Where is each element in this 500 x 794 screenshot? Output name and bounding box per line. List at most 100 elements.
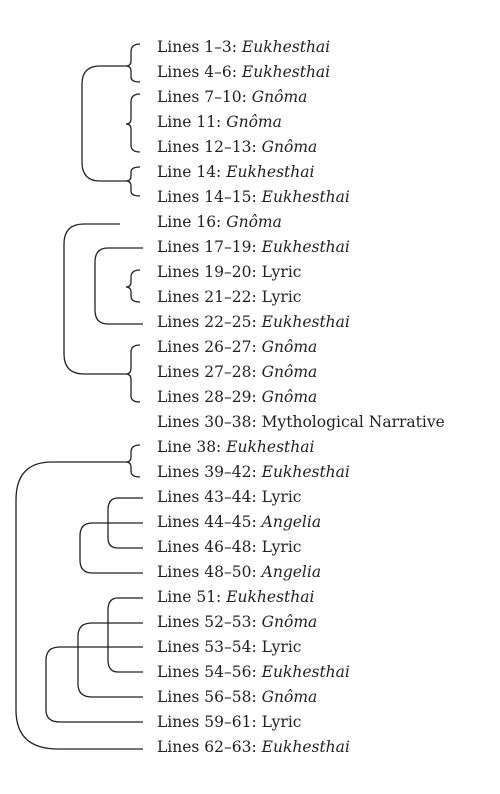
entry-lines: Lines 53–54:	[157, 638, 262, 656]
entry-lines: Lines 48–50:	[157, 563, 262, 581]
crossing-arc	[107, 497, 143, 549]
entry-row: Lines 19–20: Lyric	[157, 262, 301, 282]
entry-row: Lines 52–53: Gnôma	[157, 612, 317, 632]
entry-row: Lines 26–27: Gnôma	[157, 337, 317, 357]
entry-row: Lines 28–29: Gnôma	[157, 387, 317, 407]
entry-genre: Mythological Narrative	[261, 413, 445, 431]
entry-genre: Eukhesthai	[261, 238, 350, 256]
outer-bracket	[15, 461, 143, 750]
entry-genre: Eukhesthai	[261, 663, 350, 681]
entry-row: Lines 56–58: Gnôma	[157, 687, 317, 707]
entry-lines: Lines 22–25:	[157, 313, 262, 331]
entry-lines: Lines 30–38:	[157, 413, 262, 431]
entry-row: Lines 48–50: Angelia	[157, 562, 321, 582]
entry-genre: Eukhesthai	[226, 163, 315, 181]
curly-brace	[125, 93, 141, 153]
entry-lines: Lines 4–6:	[157, 63, 242, 81]
entry-genre: Gnôma	[261, 138, 318, 156]
entry-lines: Lines 17–19:	[157, 238, 262, 256]
entry-lines: Lines 14–15:	[157, 188, 262, 206]
entry-lines: Lines 59–61:	[157, 713, 262, 731]
entry-genre: Eukhesthai	[261, 738, 350, 756]
entry-lines: Lines 12–13:	[157, 138, 262, 156]
entry-row: Lines 4–6: Eukhesthai	[157, 62, 330, 82]
entry-genre: Lyric	[261, 638, 302, 656]
entry-row: Lines 46–48: Lyric	[157, 537, 301, 557]
entry-row: Lines 54–56: Eukhesthai	[157, 662, 350, 682]
entry-genre: Gnôma	[261, 363, 318, 381]
entry-lines: Line 38:	[157, 438, 227, 456]
entry-genre: Eukhesthai	[261, 188, 350, 206]
entry-genre: Eukhesthai	[261, 463, 350, 481]
entry-genre: Eukhesthai	[241, 63, 331, 81]
entry-row: Lines 30–38: Mythological Narrative	[157, 412, 445, 432]
outer-bracket	[63, 223, 126, 375]
entry-row: Lines 21–22: Lyric	[157, 287, 301, 307]
entry-lines: Lines 44–45:	[157, 513, 262, 531]
entry-row: Lines 53–54: Lyric	[157, 637, 301, 657]
curly-brace	[125, 344, 141, 403]
entry-row: Lines 62–63: Eukhesthai	[157, 737, 350, 757]
entry-row: Line 11: Gnôma	[157, 112, 282, 132]
entry-lines: Line 51:	[157, 588, 227, 606]
entry-genre: Gnôma	[261, 613, 318, 631]
entry-row: Line 16: Gnôma	[157, 212, 282, 232]
curly-brace	[125, 166, 141, 197]
entry-genre: Lyric	[261, 263, 302, 281]
entry-genre: Eukhesthai	[226, 438, 315, 456]
entry-row: Lines 59–61: Lyric	[157, 712, 301, 732]
outer-bracket	[81, 65, 126, 182]
entry-lines: Lines 54–56:	[157, 663, 262, 681]
entry-row: Lines 39–42: Eukhesthai	[157, 462, 350, 482]
entry-genre: Lyric	[261, 538, 302, 556]
entry-genre: Gnôma	[261, 388, 318, 406]
curly-brace	[125, 43, 141, 83]
curly-brace	[125, 269, 141, 303]
entry-genre: Lyric	[261, 488, 302, 506]
entry-genre: Eukhesthai	[241, 38, 331, 56]
entry-row: Lines 22–25: Eukhesthai	[157, 312, 350, 332]
entry-genre: Lyric	[261, 713, 302, 731]
entry-lines: Lines 52–53:	[157, 613, 262, 631]
curly-brace	[125, 444, 141, 478]
entry-lines: Lines 19–20:	[157, 263, 262, 281]
entry-row: Lines 12–13: Gnôma	[157, 137, 317, 157]
entry-lines: Lines 28–29:	[157, 388, 262, 406]
entry-row: Line 38: Eukhesthai	[157, 437, 314, 457]
entry-row: Line 51: Eukhesthai	[157, 587, 314, 607]
entry-genre: Gnôma	[226, 213, 282, 231]
entry-row: Lines 43–44: Lyric	[157, 487, 301, 507]
entry-genre: Gnôma	[261, 338, 318, 356]
entry-lines: Lines 62–63:	[157, 738, 262, 756]
entry-lines: Lines 7–10:	[157, 88, 252, 106]
crossing-arc	[79, 522, 143, 574]
crossing-arc	[45, 646, 143, 723]
crossing-arc	[107, 597, 143, 673]
entry-row: Lines 14–15: Eukhesthai	[157, 187, 350, 207]
entry-genre: Angelia	[261, 513, 322, 531]
entry-row: Lines 44–45: Angelia	[157, 512, 321, 532]
entry-lines: Lines 39–42:	[157, 463, 262, 481]
entry-lines: Lines 56–58:	[157, 688, 262, 706]
entry-lines: Lines 21–22:	[157, 288, 262, 306]
entry-genre: Gnôma	[226, 113, 282, 131]
entry-lines: Lines 26–27:	[157, 338, 262, 356]
outer-bracket	[94, 247, 143, 325]
entry-row: Lines 1–3: Eukhesthai	[157, 37, 330, 57]
entry-row: Lines 17–19: Eukhesthai	[157, 237, 350, 257]
entry-row: Lines 27–28: Gnôma	[157, 362, 317, 382]
entry-row: Lines 7–10: Gnôma	[157, 87, 307, 107]
entry-genre: Gnôma	[251, 88, 308, 106]
entry-lines: Line 11:	[157, 113, 227, 131]
entry-lines: Line 14:	[157, 163, 227, 181]
entry-lines: Line 16:	[157, 213, 227, 231]
entry-lines: Lines 46–48:	[157, 538, 262, 556]
entry-genre: Lyric	[261, 288, 302, 306]
entry-lines: Lines 27–28:	[157, 363, 262, 381]
entry-genre: Eukhesthai	[226, 588, 315, 606]
entry-genre: Eukhesthai	[261, 313, 350, 331]
entry-genre: Angelia	[261, 563, 322, 581]
entry-lines: Lines 43–44:	[157, 488, 262, 506]
entry-row: Line 14: Eukhesthai	[157, 162, 314, 182]
